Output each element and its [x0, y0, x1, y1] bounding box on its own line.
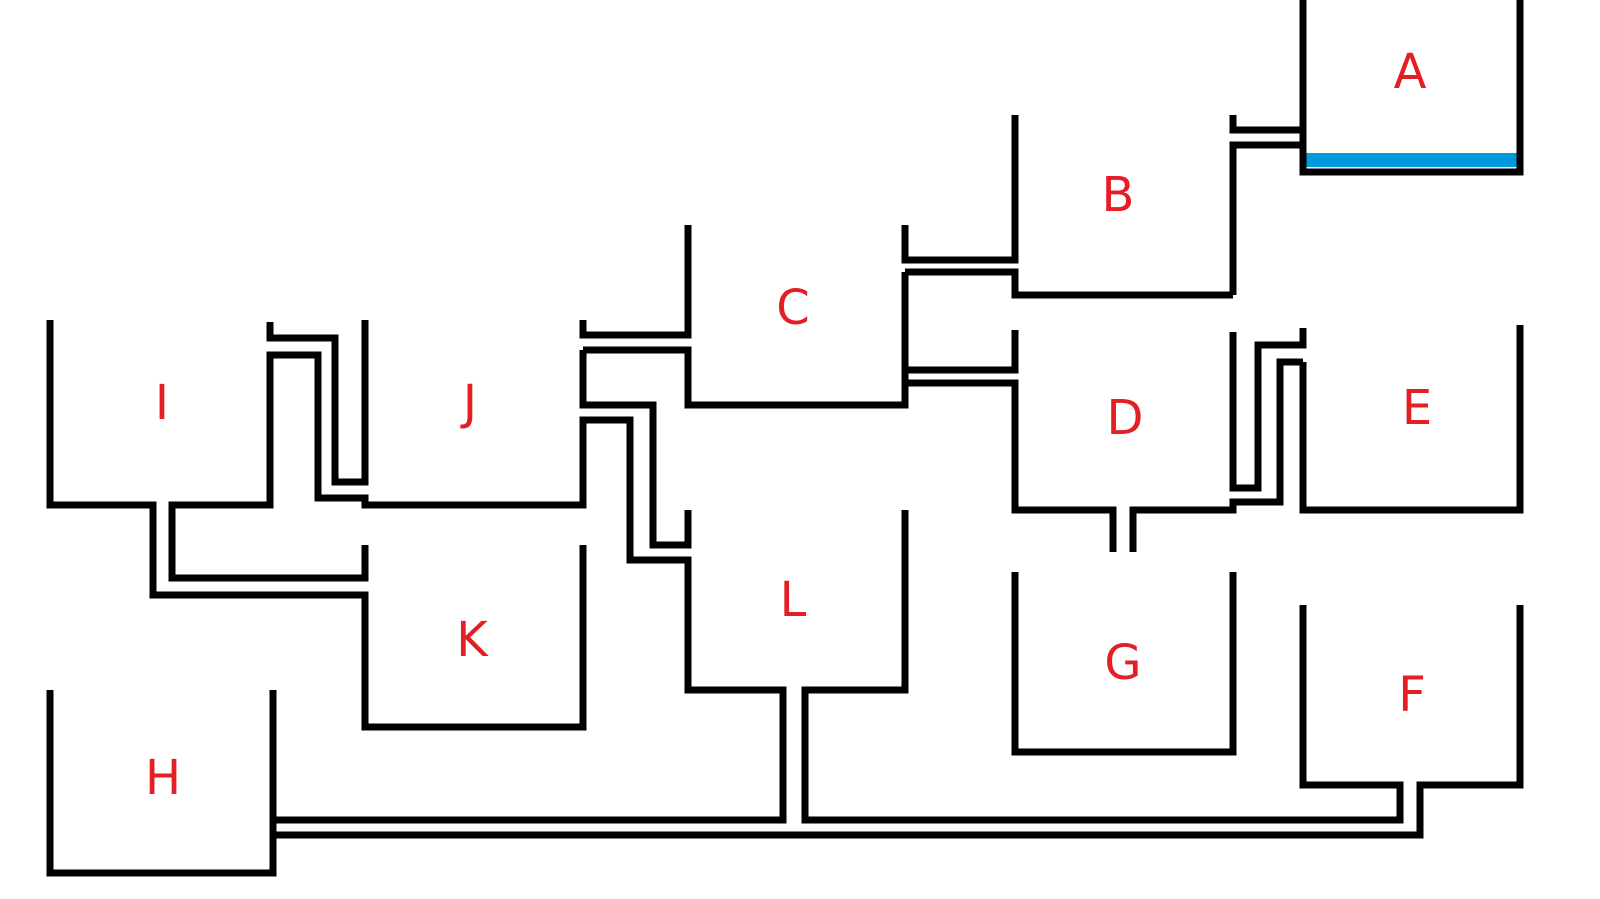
- label-a: A: [1394, 44, 1427, 100]
- label-k: K: [456, 612, 489, 668]
- label-g: G: [1104, 635, 1141, 691]
- container-b: [901, 115, 1233, 299]
- container-a: [1229, 0, 1524, 295]
- container-g: [1011, 572, 1237, 756]
- water-level-a: [1306, 153, 1517, 167]
- container-c: [579, 225, 909, 409]
- label-c: C: [776, 280, 810, 336]
- container-e: [1299, 325, 1524, 514]
- label-l: L: [780, 572, 807, 628]
- label-b: B: [1102, 167, 1135, 223]
- label-f: F: [1398, 667, 1426, 723]
- label-j: J: [460, 375, 477, 431]
- container-f: [273, 510, 1524, 839]
- container-l: [168, 350, 787, 824]
- label-h: H: [145, 750, 181, 806]
- label-i: I: [155, 375, 169, 431]
- label-e: E: [1402, 380, 1432, 436]
- label-d: D: [1107, 390, 1144, 446]
- container-h: [46, 690, 277, 877]
- container-i: [46, 320, 587, 731]
- container-d: [905, 328, 1307, 552]
